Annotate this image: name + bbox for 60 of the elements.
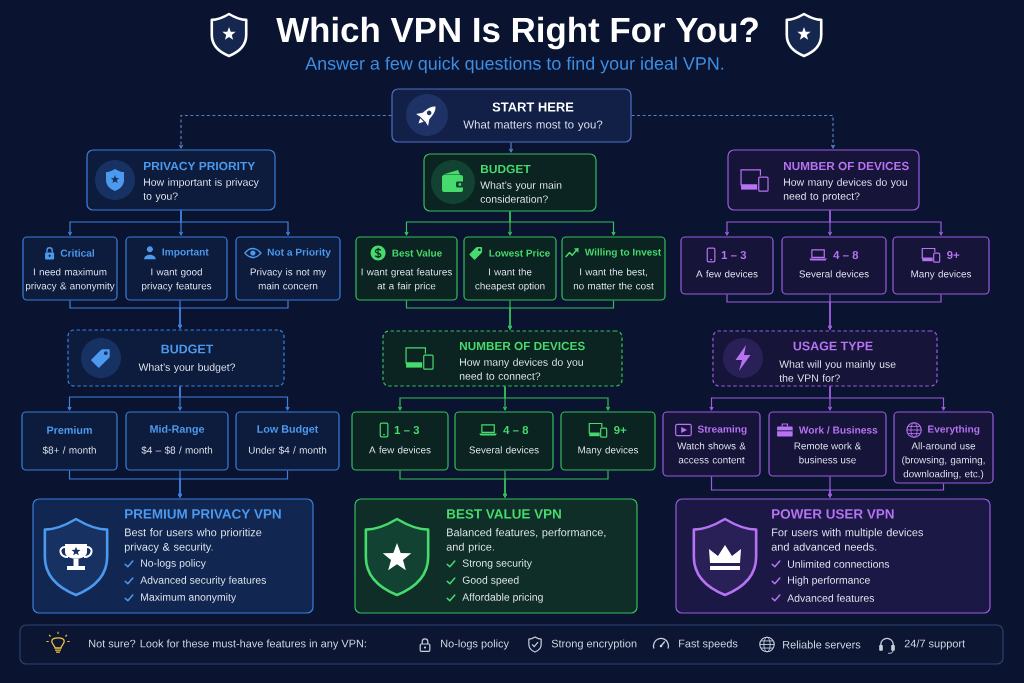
node-label: Strong encryption	[551, 639, 637, 650]
option-box: Work / Business Remote work & business use	[768, 411, 887, 477]
node-label: Unlimited connections	[788, 560, 890, 568]
dashed-arrow	[631, 114, 836, 149]
question-box: USAGE TYPE What will you mainly use the VPN for?	[712, 330, 938, 387]
arrow	[177, 470, 289, 498]
option-box: Critical I need maximum privacy & anonymity	[22, 236, 118, 301]
option-box: 1 – 3 A few devices	[351, 411, 449, 471]
dashed-arrow	[178, 114, 392, 149]
node-label: Not sure? Look for these must-have features in any VPN:	[89, 639, 366, 650]
option-box: 9+ Many devices	[560, 411, 656, 471]
node-label: Fast speeds	[679, 639, 738, 650]
node-label: BEST VALUE VPN	[447, 509, 561, 519]
option-box: Important I want good privacy features	[125, 236, 228, 301]
arrow	[502, 470, 609, 498]
node-label: Advanced security features	[140, 576, 266, 586]
title: Which VPN Is Right For You?	[276, 16, 758, 50]
arrow	[508, 142, 514, 153]
option-box: Best Value I want great features at a fair price	[355, 236, 458, 301]
option-box: Streaming Watch shows & access content	[662, 411, 761, 477]
node-label: Reliable servers	[783, 640, 861, 649]
arrow	[504, 386, 611, 411]
question-box: BUDGET What’s your budget?	[67, 329, 285, 387]
node-label: Advanced features	[787, 594, 875, 602]
node-label: POWER USER VPN	[772, 509, 894, 519]
option-box: Premium $8+ / month	[21, 411, 118, 471]
node-label: High performance	[788, 576, 870, 586]
node-label: No-logs policy	[141, 559, 206, 569]
node-label: Maximum anonymity	[141, 593, 237, 603]
option-box: Everything All-around use (browsing, gaming, downloading, etc.)	[893, 411, 994, 484]
node-label: 24/7 support	[904, 639, 966, 650]
question-box: NUMBER OF DEVICES How many devices do you need to protect?	[727, 149, 920, 211]
node-label: Strong security	[462, 559, 532, 569]
node-label: For users with multiple devices and advanced needs.	[771, 528, 924, 551]
node-label: Best for users who prioritize privacy & security.	[124, 528, 262, 553]
arrow	[829, 210, 944, 236]
option-box: 4 – 8 Several devices	[454, 411, 554, 471]
option-box: 4 – 8 Several devices	[781, 236, 887, 295]
node-label: No-logs policy	[441, 639, 509, 650]
arrow	[829, 386, 946, 411]
node-label: PREMIUM PRIVACY VPN	[125, 509, 281, 519]
option-box: Willing to Invest I want the best, no matter the cost	[561, 236, 666, 301]
question-box: NUMBER OF DEVICES How many devices do you need to connect?	[382, 330, 623, 387]
option-box: 1 – 3 A few devices	[680, 236, 774, 295]
option-box: Not a Priority Privacy is not my main concern	[235, 236, 341, 301]
node-label: Affordable pricing	[462, 593, 543, 603]
arrow	[507, 300, 615, 330]
tip-bar: Not sure? Look for these must-have features in any VPN: No-logs policy Strong encryption Fast speeds Reliable servers 24/7 support	[19, 624, 1004, 665]
option-box: Mid-Range $4 – $8 / month	[125, 411, 229, 471]
arrow	[827, 294, 942, 330]
arrow	[180, 210, 291, 236]
option-box: Lowest Price I want the cheapest option	[463, 236, 557, 301]
node-label: Good speed	[462, 576, 519, 586]
arrow	[509, 211, 616, 236]
node-label: Balanced features, performance, and price.	[446, 528, 606, 553]
option-box: Low Budget Under $4 / month	[235, 411, 340, 471]
arrow	[179, 386, 290, 411]
arrow	[177, 300, 289, 329]
option-box: 9+ Many devices	[892, 236, 990, 295]
arrow	[827, 483, 945, 498]
